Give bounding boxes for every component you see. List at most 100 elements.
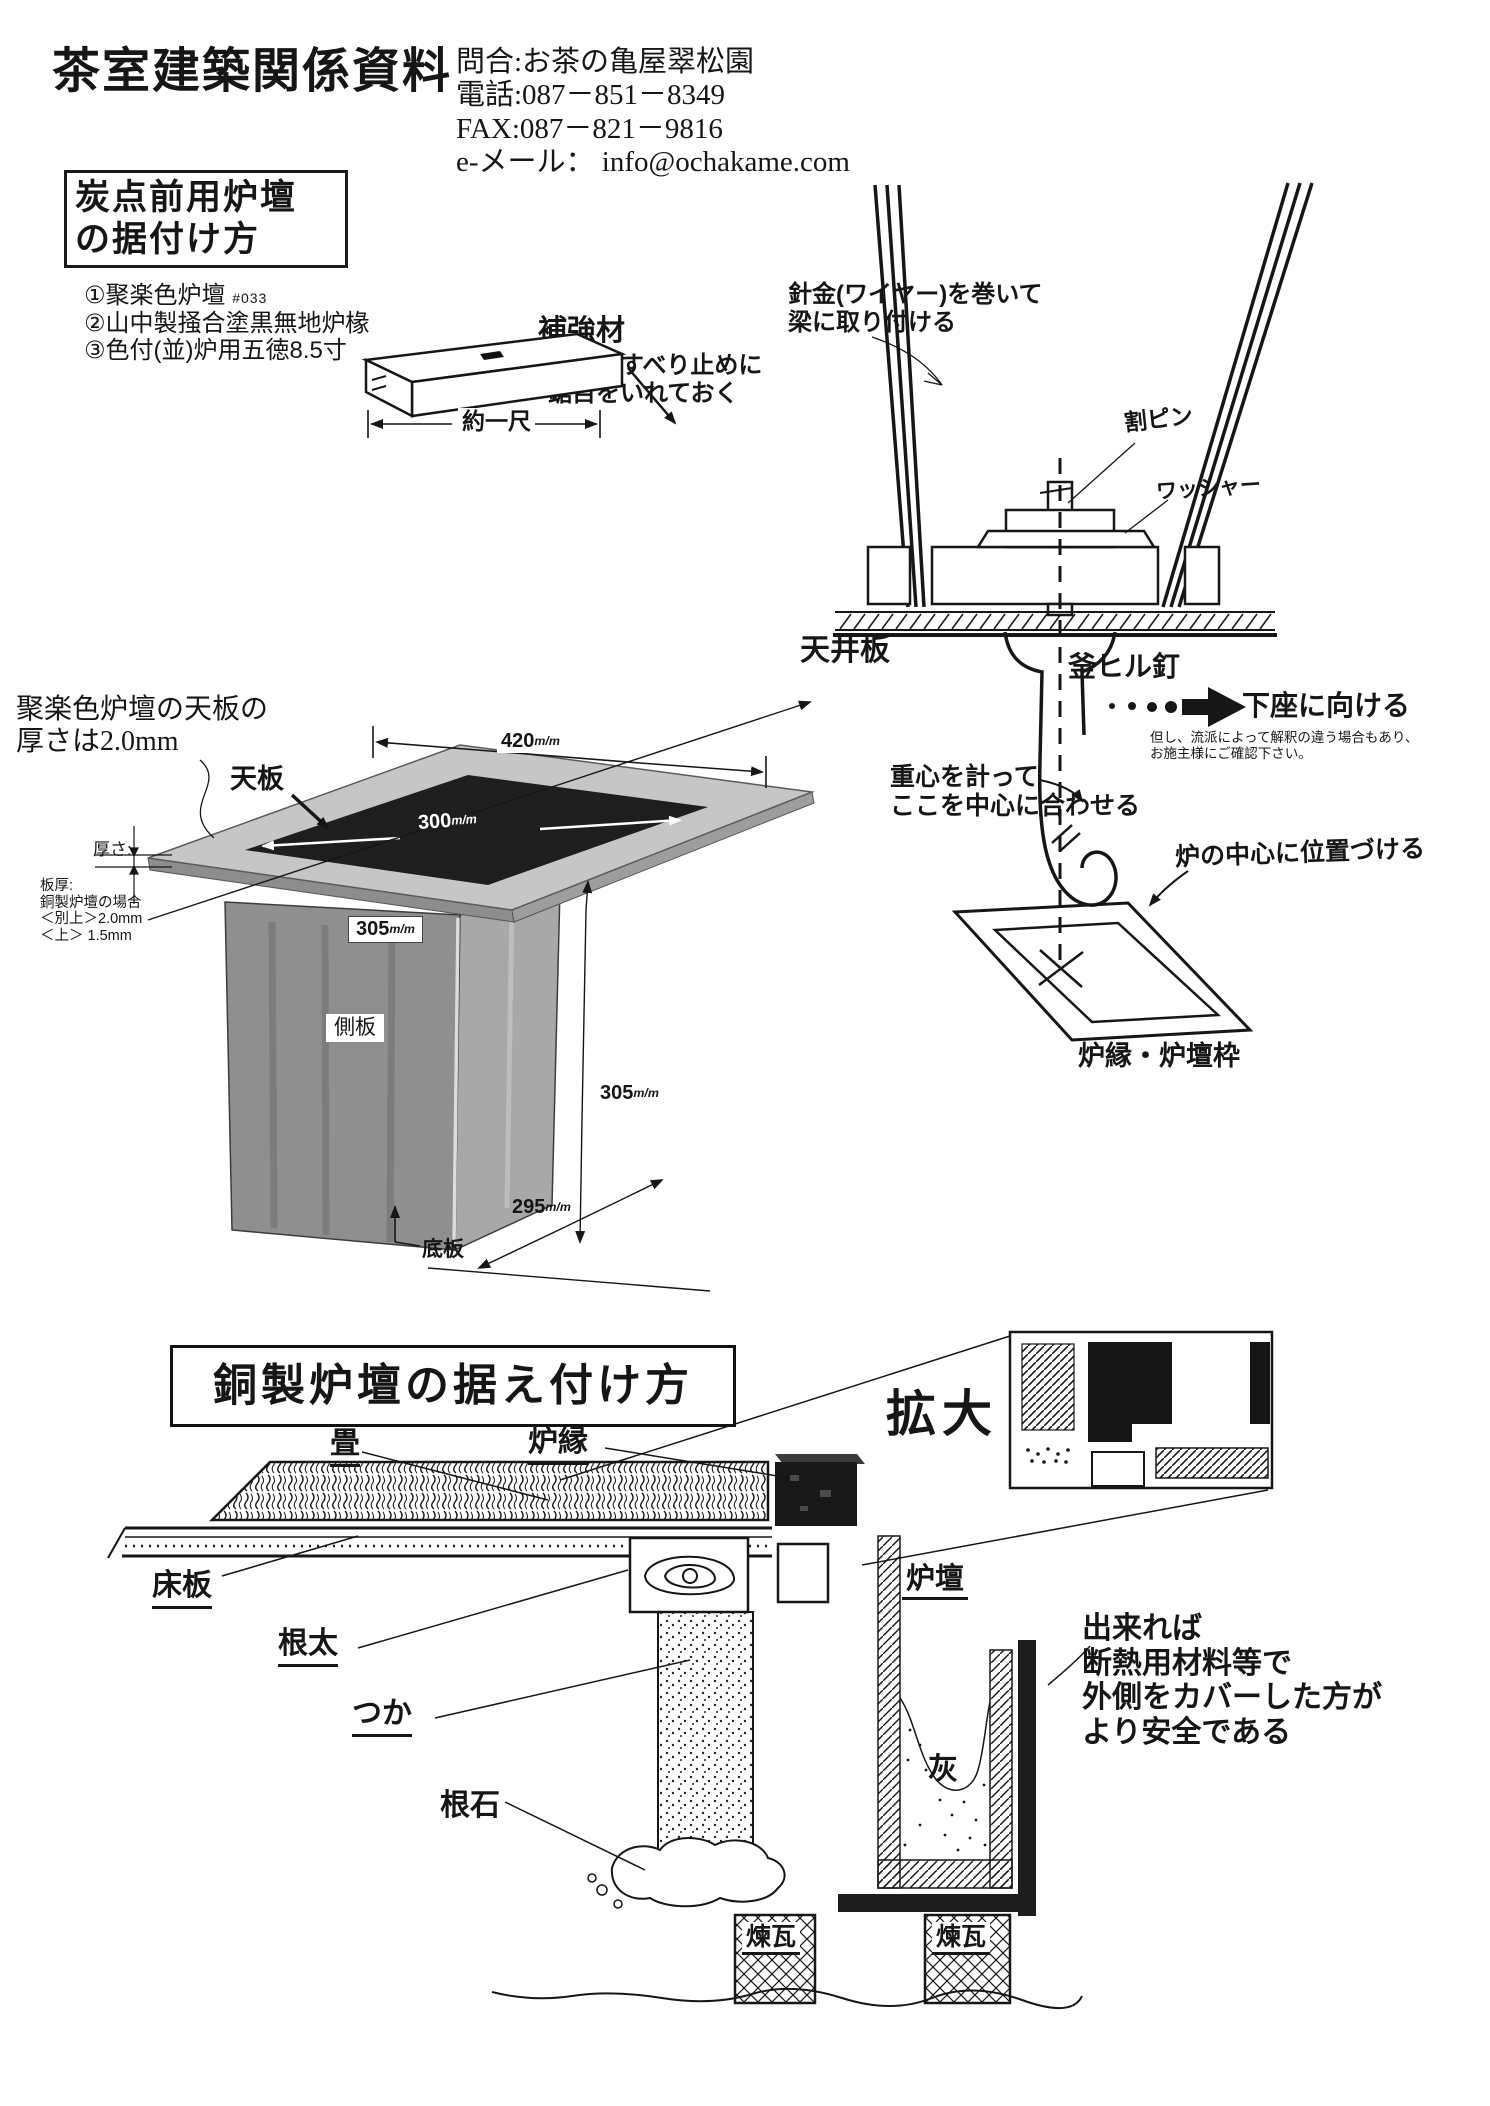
wire-right-group xyxy=(1161,182,1314,608)
ceiling-board-label: 天井板 xyxy=(800,634,890,667)
break-marks xyxy=(1051,824,1081,852)
brick-label: 煉瓦 xyxy=(742,1922,801,1955)
kettle-hook xyxy=(1003,631,1118,907)
wire-left-group xyxy=(873,184,926,608)
joist-block xyxy=(628,1536,750,1614)
plank-dimension xyxy=(367,410,601,438)
dim-295-depth xyxy=(427,1179,711,1292)
dim-305-front-leader xyxy=(147,700,812,921)
enlarge-label: 拡大 xyxy=(886,1386,998,1442)
ceiling-hook-diagram xyxy=(627,182,1314,1042)
stone-label: 根石 xyxy=(440,1789,500,1822)
center-x-mark xyxy=(1038,949,1084,988)
split-pin-leader xyxy=(1067,442,1136,504)
contact-block: 問合:お茶の亀屋翠松園 電話:087－851－8349 FAX:087－821－… xyxy=(456,46,850,179)
kettle-hook-label: 釜ヒル釘 xyxy=(1068,651,1181,682)
list-item: ③色付(並)炉用五徳8.5寸 xyxy=(84,337,347,365)
ceiling-board xyxy=(833,611,1277,637)
support-post xyxy=(657,1611,754,1879)
floorboard-leader xyxy=(221,1535,359,1577)
foundation-stone xyxy=(587,1837,786,1909)
section1-heading-line1: 炭点前用炉壇 xyxy=(75,178,298,217)
hearth-frame-label: 炉縁・炉壇枠 xyxy=(1078,1041,1240,1071)
insulation-vertical xyxy=(1018,1640,1036,1916)
saw-notch xyxy=(480,351,504,360)
gravity-leader-arrow xyxy=(1039,779,1084,803)
dim-305-height-label: 305m/m xyxy=(600,1082,659,1104)
dim-305-front-label: 305m/m xyxy=(348,916,423,943)
school-caveat-note: 但し、流派によって解釈の違う場合もあり、 お施主様にご確認下さい。 xyxy=(1150,730,1419,761)
top-plate-arrow xyxy=(290,793,330,830)
list-item: ①聚楽色炉壇 #033 xyxy=(84,282,268,309)
plate-thickness-note: 聚楽色炉壇の天板の 厚さは2.0mm xyxy=(16,694,269,758)
split-pin xyxy=(1039,487,1073,494)
floor-edge-piece xyxy=(776,1542,830,1604)
tatami-mat xyxy=(208,1460,770,1522)
reinforcement-plank-drawing xyxy=(361,332,627,438)
safety-note-leader xyxy=(1047,1645,1091,1686)
joist-label: 根太 xyxy=(278,1626,338,1667)
insulation-horizontal xyxy=(838,1894,1036,1912)
section1-heading-box: 炭点前用炉壇 の据付け方 xyxy=(64,170,348,268)
page-title: 茶室建築関係資料 xyxy=(52,45,453,98)
solder-seam xyxy=(452,917,460,1247)
washer xyxy=(975,529,1157,549)
brick-label: 煉瓦 xyxy=(932,1922,991,1955)
washer-leader xyxy=(1124,499,1169,534)
direction-arrow xyxy=(1109,687,1246,727)
face-lower-seat-label: 下座に向ける xyxy=(1242,690,1411,721)
plank-left-face xyxy=(364,358,414,419)
enlarged-inset xyxy=(1008,1330,1274,1490)
contact-email: info@ochakame.com xyxy=(601,146,850,179)
side-plate-label: 側板 xyxy=(326,1014,384,1043)
contact-email-label: e-メール： xyxy=(456,146,595,179)
position-leader-arrow xyxy=(1148,870,1189,907)
robuchi-leader xyxy=(604,1447,791,1479)
tatami-label: 畳 xyxy=(330,1426,360,1467)
section2-heading-box: 銅製炉壇の据え付け方 xyxy=(170,1345,736,1427)
cross-section-diagram xyxy=(107,1330,1274,2010)
post-leader xyxy=(434,1659,691,1719)
contact-phone: 電話:087－851－8349 xyxy=(456,79,726,112)
wire-note-leader xyxy=(871,336,943,386)
cone-line-lower xyxy=(861,1489,1269,1566)
dim-420-label: 420m/m xyxy=(497,730,564,753)
safety-note: 出来れば 断熱用材料等で 外側をカバーした方が より安全である xyxy=(1082,1612,1382,1749)
joist-leader xyxy=(357,1569,629,1649)
hearth-frame xyxy=(951,901,1254,1042)
dim-420 xyxy=(372,726,767,788)
rodan-box-illustration xyxy=(95,700,815,1292)
dim-305-height xyxy=(575,880,593,1244)
hanging-bolt xyxy=(975,480,1157,549)
opening xyxy=(245,775,708,885)
plank-to-beam-arrow xyxy=(627,367,677,425)
gravity-note: 重心を計って ここを中心に合わせる xyxy=(890,763,1141,820)
wire-note: 針金(ワイヤー)を巻いて 梁に取り付ける xyxy=(788,281,1043,336)
list-item: ②山中製掻合塗黒無地炉椽 xyxy=(84,309,370,337)
dim-300 xyxy=(261,836,401,851)
ash-label: 灰 xyxy=(928,1753,958,1786)
contact-email-line: e-メール： info@ochakame.com xyxy=(456,146,850,179)
contact-inquiry: 問合:お茶の亀屋翠松園 xyxy=(456,46,755,78)
thickness-ticks xyxy=(95,826,172,904)
contact-fax: FAX:087－821－9816 xyxy=(456,112,723,145)
cone-line-upper xyxy=(559,1335,1011,1481)
robuchi-label: 炉縁 xyxy=(528,1424,588,1465)
dim-300-label: 300m/m xyxy=(417,809,478,835)
bottom-plate-leader xyxy=(390,1205,421,1247)
section1-item-list: ①聚楽色炉壇 #033 ②山中製掻合塗黒無地炉椽 ③色付(並)炉用五徳8.5寸 xyxy=(84,282,370,365)
ash xyxy=(899,1697,991,1852)
section1-heading-line2: の据付け方 xyxy=(75,220,261,259)
box-front-face xyxy=(224,901,461,1251)
rodan-label: 炉壇 xyxy=(902,1562,969,1600)
top-plate-label: 天板 xyxy=(230,764,284,794)
hearth-walls xyxy=(877,1535,1013,1889)
note-leader-curve xyxy=(199,759,215,839)
floorboard-label: 床板 xyxy=(152,1568,212,1609)
bottom-plate-label: 底板 xyxy=(422,1238,464,1261)
robuchi-frame xyxy=(775,1454,865,1526)
item-code: #033 xyxy=(232,290,268,306)
stone-leader xyxy=(504,1801,646,1871)
tatami-leader xyxy=(361,1451,549,1501)
